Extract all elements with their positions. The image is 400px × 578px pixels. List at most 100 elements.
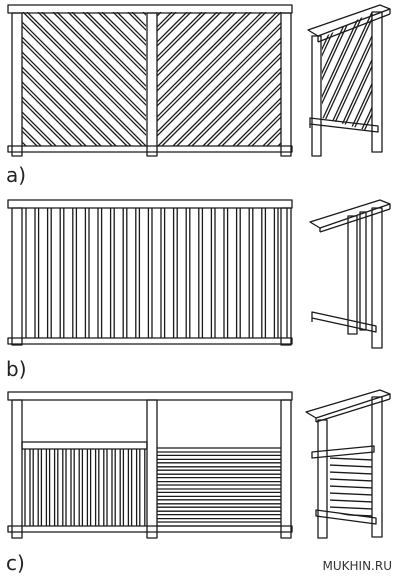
diagonal-slat bbox=[393, 10, 400, 140]
watermark: MUKHIN.RU bbox=[323, 559, 392, 573]
diagonal-slat bbox=[345, 12, 372, 132]
railing-b-side bbox=[309, 199, 391, 349]
diagonal-slat bbox=[359, 12, 372, 132]
diagonal-slat bbox=[157, 12, 222, 77]
diagonal-slat bbox=[157, 12, 192, 47]
horizontal-board bbox=[330, 506, 372, 510]
diagonal-slat bbox=[22, 100, 68, 146]
diagonal-slat bbox=[22, 51, 117, 146]
diagonal-slat bbox=[157, 12, 233, 88]
horizontal-board bbox=[330, 499, 372, 503]
diagonal-slat bbox=[191, 56, 281, 146]
diagonal-slat bbox=[161, 26, 281, 146]
diagonal-slat bbox=[116, 12, 146, 42]
diagonal-slat bbox=[22, 111, 57, 146]
diagonal-slat bbox=[370, 12, 372, 132]
diagonal-slat bbox=[86, 12, 146, 72]
diagonal-slat bbox=[176, 41, 281, 146]
diagonal-slat bbox=[82, 12, 146, 76]
vertical-boards bbox=[25, 208, 288, 338]
railing-a-side bbox=[307, 4, 400, 157]
diagonal-slat bbox=[157, 12, 252, 107]
diagonal-slat bbox=[157, 12, 203, 58]
diagonal-slat bbox=[157, 12, 267, 122]
diagonal-slat bbox=[157, 12, 237, 92]
label-a: a) bbox=[6, 163, 26, 187]
diagonal-slat bbox=[342, 12, 400, 146]
diagonal-slat bbox=[157, 12, 263, 118]
diagonal-slat bbox=[334, 12, 372, 132]
diagonal-slat bbox=[206, 71, 281, 146]
diagonal-slat bbox=[251, 116, 281, 146]
diagonal-slat bbox=[112, 12, 146, 46]
diagonal-slat bbox=[217, 82, 281, 146]
diagonal-slat bbox=[157, 12, 278, 133]
railing-a-front bbox=[7, 4, 400, 157]
diagonal-slat bbox=[41, 12, 146, 117]
diagonal-slat bbox=[323, 12, 372, 132]
railing-b-front bbox=[7, 199, 293, 346]
diagonal-slat bbox=[22, 81, 87, 146]
diagonal-slat bbox=[157, 12, 281, 137]
diagonal-slat bbox=[67, 12, 146, 91]
diagonal-slat bbox=[232, 97, 281, 146]
horizontal-board bbox=[330, 492, 372, 496]
diagonal-slat bbox=[22, 12, 146, 136]
diagonal-slats-left bbox=[22, 12, 146, 146]
railing-c-side bbox=[305, 389, 391, 539]
diagonal-slat bbox=[22, 70, 98, 146]
diagonal-slat bbox=[322, 12, 363, 132]
railing-c-front bbox=[7, 391, 293, 539]
diagonal-slat bbox=[221, 86, 281, 146]
diagonal-slat bbox=[37, 12, 146, 121]
diagonal-slat bbox=[323, 12, 400, 146]
diagonal-slats-right bbox=[157, 12, 400, 146]
diagonal-slat bbox=[187, 52, 281, 146]
diagonal-slat bbox=[356, 12, 372, 132]
diagonal-slat bbox=[157, 12, 218, 73]
diagonal-slat bbox=[56, 12, 146, 102]
diagonal-slat bbox=[97, 12, 146, 61]
diagonal-slat bbox=[326, 12, 372, 132]
diagonal-slat bbox=[383, 12, 400, 146]
diagonal-slat bbox=[322, 12, 372, 132]
horizontal-board bbox=[330, 464, 372, 468]
diagonal-slat bbox=[26, 12, 146, 132]
diagonal-slat bbox=[22, 36, 132, 146]
diagonal-slat bbox=[101, 12, 146, 57]
diagonal-slat bbox=[322, 12, 355, 132]
diagonal-slat bbox=[202, 67, 281, 146]
horizontal-board bbox=[330, 457, 372, 461]
diagonal-slat bbox=[52, 12, 146, 106]
diagonal-slat bbox=[157, 22, 281, 146]
diagonal-slat bbox=[22, 96, 72, 146]
diagonal-slat bbox=[338, 12, 400, 146]
label-c: c) bbox=[6, 551, 25, 575]
horizontal-board bbox=[330, 478, 372, 482]
diagonal-slat bbox=[22, 145, 23, 146]
diagonal-slat bbox=[322, 12, 372, 132]
diagonal-slat bbox=[71, 12, 146, 87]
diagonal-slat bbox=[387, 12, 400, 146]
diagonal-slat bbox=[22, 21, 146, 146]
diagonal-slat bbox=[322, 12, 352, 132]
diagonal-slat bbox=[337, 12, 372, 132]
horizontal-boards-right bbox=[157, 447, 281, 527]
diagonal-slat bbox=[322, 12, 366, 132]
diagonal-slat bbox=[22, 115, 53, 146]
diagonal-slat bbox=[22, 40, 128, 146]
diagonal-slat bbox=[157, 12, 188, 43]
horizontal-board bbox=[330, 471, 372, 475]
diagonal-slat bbox=[157, 12, 248, 103]
diagonal-slat bbox=[236, 101, 281, 146]
diagonal-slat bbox=[172, 37, 281, 146]
vertical-boards-left bbox=[24, 449, 146, 526]
diagonal-slat bbox=[348, 12, 372, 132]
diagonal-slat bbox=[367, 12, 372, 132]
diagonal-slat bbox=[157, 12, 207, 62]
diagonal-slat bbox=[382, 10, 400, 140]
diagonal-slat bbox=[22, 25, 143, 146]
diagonal-slat bbox=[22, 66, 102, 146]
label-b: b) bbox=[6, 357, 27, 381]
